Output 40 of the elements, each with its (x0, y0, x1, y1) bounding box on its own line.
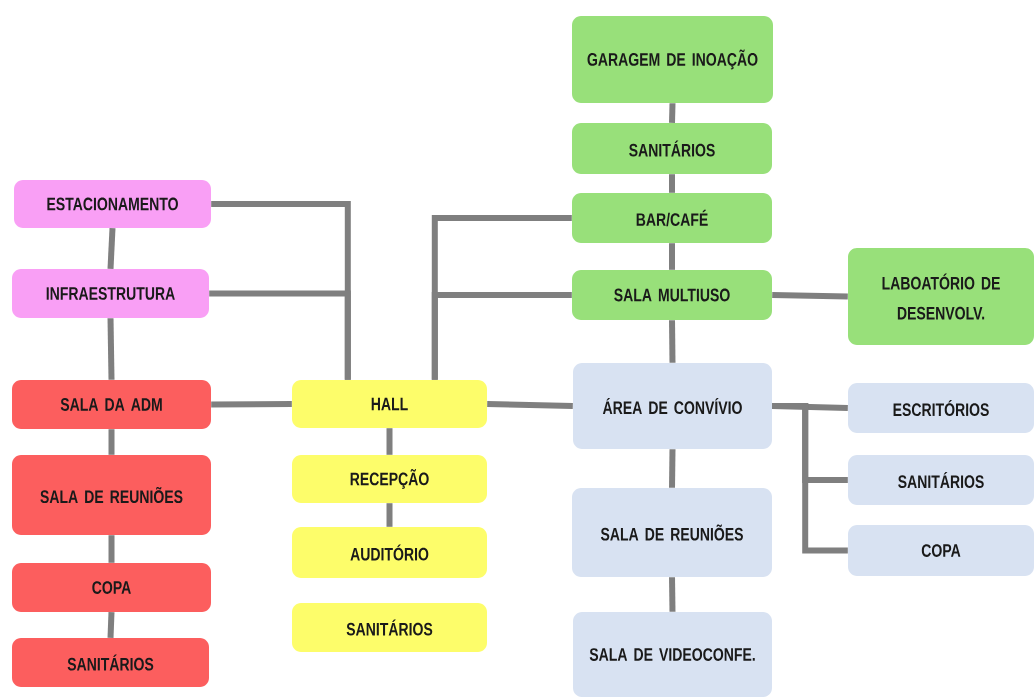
room-box: SALA DE VIDEOCONFE. (573, 612, 772, 697)
room-box: SANITÁRIOS (292, 603, 487, 652)
connector-line (107, 318, 115, 380)
room-box: LABOATÓRIO DE DESENVOLV. (848, 248, 1034, 345)
room-box: RECEPÇÃO (292, 455, 487, 503)
room-box: SANITÁRIOS (848, 455, 1034, 505)
connector-line (669, 320, 676, 363)
room-box: COPA (12, 563, 211, 612)
connector-line (108, 429, 115, 455)
connector-line (431, 292, 572, 380)
connector-line (211, 401, 292, 408)
room-box: SALA DA ADM (12, 380, 211, 429)
room-box: INFRAESTRUTURA (12, 269, 209, 318)
connector-line (669, 174, 675, 193)
room-box: HALL (292, 380, 487, 428)
room-box: ÁREA DE CONVÍVIO (573, 363, 772, 449)
connector-line (386, 503, 393, 527)
room-box: SALA MULTIUSO (572, 270, 772, 320)
room-box: BAR/CAFÉ (572, 193, 772, 243)
connector-line (669, 243, 675, 270)
connector-line (669, 103, 676, 123)
room-box: ESCRITÓRIOS (848, 383, 1034, 433)
connector-line (772, 403, 848, 554)
connector-line (107, 228, 116, 269)
connector-line (108, 535, 115, 563)
connector-line (669, 449, 676, 488)
room-box: SANITÁRIOS (572, 123, 772, 174)
room-box: SANITÁRIOS (12, 638, 209, 687)
connector-line (107, 612, 115, 638)
connector-line (772, 292, 848, 300)
connector-line (386, 428, 393, 455)
connector-line (669, 577, 676, 612)
room-box: SALA DE REUNIÕES (12, 455, 211, 535)
room-box: SALA DE REUNIÕES (572, 488, 772, 577)
room-box: GARAGEM DE INOAÇÃO (572, 16, 773, 103)
connector-line (209, 290, 351, 380)
room-box: ESTACIONAMENTO (14, 180, 211, 228)
room-box: COPA (848, 525, 1034, 576)
connector-line (487, 401, 573, 409)
room-box: AUDITÓRIO (292, 527, 487, 578)
